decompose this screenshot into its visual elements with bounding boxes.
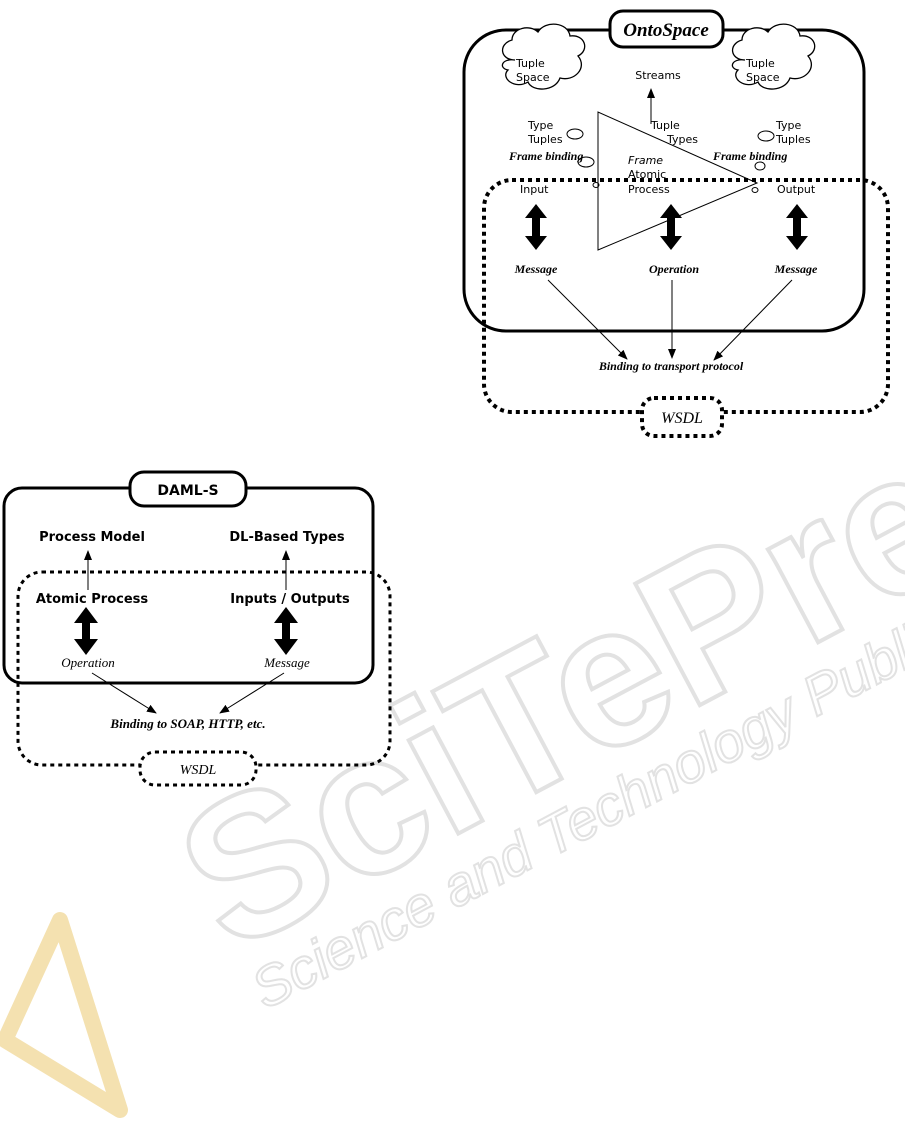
damls-wsdl-label: WSDL <box>180 763 217 778</box>
damls-binding-label: Binding to SOAP, HTTP, etc. <box>109 716 265 731</box>
damls-title: DAML-S <box>157 483 218 499</box>
damls-double-arrow-right <box>274 607 298 655</box>
streams-label: Streams <box>635 69 681 82</box>
binding-arrow-left <box>547 279 628 360</box>
tuple-types-line2: Types <box>666 133 698 146</box>
double-arrow-middle <box>660 204 682 250</box>
damls-binding-arrow-right <box>219 672 285 714</box>
tuple-space-cloud-right <box>731 23 816 90</box>
tuple-space-right-line1: Tuple <box>745 57 775 70</box>
double-arrow-left <box>525 204 547 250</box>
tuple-types-line1: Tuple <box>650 119 680 132</box>
damls-wsdl-tab <box>138 750 258 787</box>
message-right: Message <box>774 262 818 276</box>
process-label: Process <box>628 183 670 196</box>
tuple-space-left-line2: Space <box>516 71 550 84</box>
tuple-space-left-line1: Tuple <box>515 57 545 70</box>
dl-based-types-label: DL-Based Types <box>229 530 344 545</box>
frame-binding-right: Frame binding <box>712 149 787 163</box>
ontospace-binding-label: Binding to transport protocol <box>598 359 744 373</box>
ontospace-title-box <box>608 9 725 49</box>
input-port <box>592 182 600 188</box>
frame-binding-right-oval <box>754 161 766 171</box>
tuple-space-cloud-left <box>501 23 586 90</box>
atomic-process-label: Atomic Process <box>36 592 149 607</box>
watermark-triangle-logo <box>0 912 128 1118</box>
message-left: Message <box>514 262 558 276</box>
input-label: Input <box>520 183 549 196</box>
frame-binding-left-oval <box>577 156 595 168</box>
damls-diagram: DAML-S Process Model DL-Based Types Atom… <box>2 470 392 787</box>
type-tuples-left-line2: Tuples <box>527 133 563 146</box>
output-port <box>751 187 759 193</box>
frame-binding-left: Frame binding <box>508 149 583 163</box>
damls-double-arrow-left <box>74 607 98 655</box>
ontospace-wsdl-region <box>482 178 890 414</box>
ontospace-title: OntoSpace <box>623 20 709 41</box>
process-model-label: Process Model <box>39 530 145 545</box>
damls-message-label: Message <box>263 655 310 670</box>
type-tuples-left-line1: Type <box>527 119 553 132</box>
type-tuples-right-line1: Type <box>775 119 801 132</box>
type-tuples-left-oval <box>566 128 584 140</box>
double-arrow-right <box>786 204 808 250</box>
damls-title-box <box>128 470 248 508</box>
atomic-label: Atomic <box>628 168 666 181</box>
binding-arrow-right <box>713 279 793 361</box>
ontospace-wsdl-label: WSDL <box>661 410 703 427</box>
ontospace-diagram: OntoSpace Tuple Space Tuple Space Stream… <box>462 9 890 438</box>
ontospace-wsdl-tab <box>640 396 724 438</box>
damls-operation-label: Operation <box>61 655 114 670</box>
type-tuples-right-line2: Tuples <box>775 133 811 146</box>
output-label: Output <box>777 183 816 196</box>
watermark-text-big: SciTePress <box>145 297 905 993</box>
frame-label: Frame <box>628 154 663 167</box>
tuple-space-right-line2: Space <box>746 71 780 84</box>
damls-binding-arrow-left <box>91 672 157 714</box>
type-tuples-right-oval <box>757 130 775 142</box>
operation-label: Operation <box>649 262 699 276</box>
inputs-outputs-label: Inputs / Outputs <box>230 592 350 607</box>
damls-container <box>2 486 375 685</box>
